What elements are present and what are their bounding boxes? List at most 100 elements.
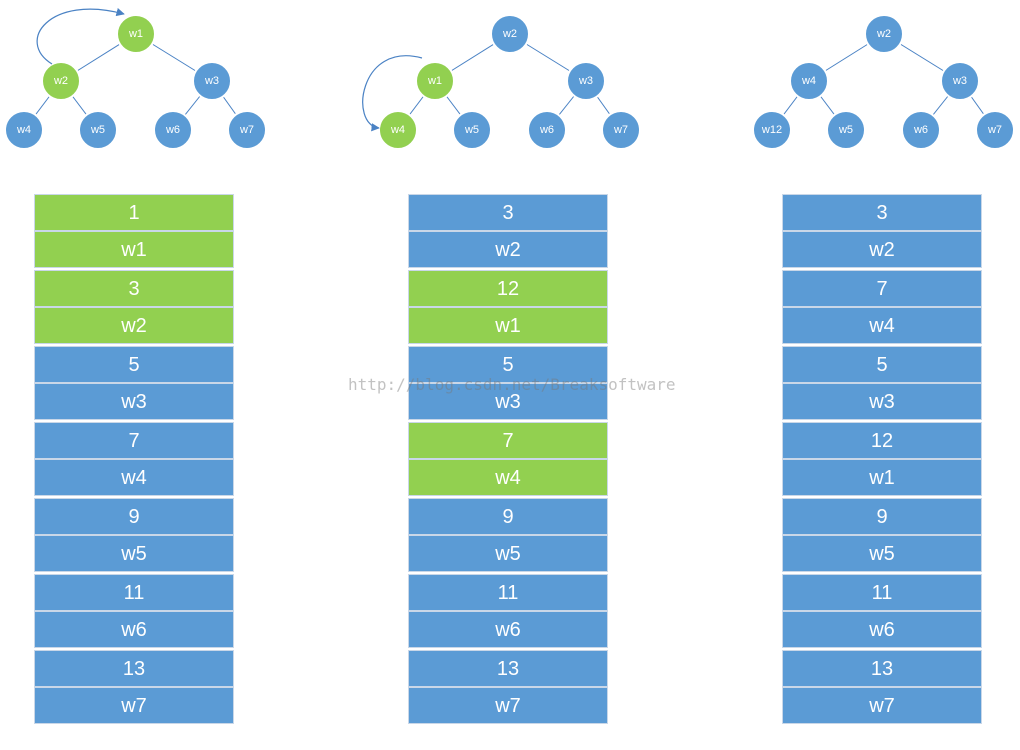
tree-node-label: w7 (239, 124, 254, 136)
entry-label: w6 (408, 611, 608, 648)
tree-node-label: w1 (427, 75, 442, 87)
tree-node-label: w2 (53, 75, 68, 87)
tree-node-circle (41, 61, 81, 101)
entry-label: w4 (408, 459, 608, 496)
tree-node-circle (752, 110, 792, 150)
tree-node-circle (601, 110, 641, 150)
tree-node-circle (940, 61, 980, 101)
entry-value: 7 (782, 270, 982, 307)
tree-node-circle (826, 110, 866, 150)
entry-value: 9 (408, 498, 608, 535)
entry-value: 12 (782, 422, 982, 459)
entry-label: w1 (782, 459, 982, 496)
tree-node: w7 (227, 110, 267, 150)
entry-label: w7 (34, 687, 234, 724)
entry-value: 9 (782, 498, 982, 535)
entry-label: w2 (408, 231, 608, 268)
entry-value: 1 (34, 194, 234, 231)
tree-node-label: w3 (578, 75, 593, 87)
entry-label: w3 (408, 383, 608, 420)
entry-label: w7 (782, 687, 982, 724)
tree-node: w7 (601, 110, 641, 150)
entry-value: 11 (408, 574, 608, 611)
tree-node-label: w4 (390, 124, 405, 136)
tree-node-label: w6 (539, 124, 554, 136)
entry-label: w2 (34, 307, 234, 344)
tree-node: w1 (415, 61, 455, 101)
entry-value: 9 (34, 498, 234, 535)
entry-value: 13 (782, 650, 982, 687)
tree-node-label: w5 (838, 124, 853, 136)
tree-node-label: w3 (952, 75, 967, 87)
tree-node: w5 (452, 110, 492, 150)
entry-label: w5 (782, 535, 982, 572)
tree-node: w6 (901, 110, 941, 150)
tree-node-circle (192, 61, 232, 101)
swap-arrow (362, 55, 423, 132)
entry-label: w2 (782, 231, 982, 268)
tree-node-label: w7 (987, 124, 1002, 136)
heap-tree-1: w1 w2 w3 w4 w5 w6 w7 (4, 7, 267, 150)
tree-node-circle (566, 61, 606, 101)
tree-node-circle (153, 110, 193, 150)
heap-tree-2: w2 w1 w3 w4 w5 w6 w7 (362, 14, 641, 150)
entry-label: w4 (34, 459, 234, 496)
tree-node-label: w12 (761, 124, 782, 136)
entry-value: 13 (408, 650, 608, 687)
entry-value: 3 (34, 270, 234, 307)
tree-node-circle (527, 110, 567, 150)
tree-node-label: w6 (165, 124, 180, 136)
entry-label: w1 (34, 231, 234, 268)
tree-node-label: w2 (502, 28, 517, 40)
tree-node-circle (452, 110, 492, 150)
entry-value: 12 (408, 270, 608, 307)
tree-node-circle (864, 14, 904, 54)
tree-node-circle (78, 110, 118, 150)
tree-node: w6 (153, 110, 193, 150)
tree-node-circle (4, 110, 44, 150)
entry-value: 5 (782, 346, 982, 383)
tree-node-label: w2 (876, 28, 891, 40)
tree-node-label: w1 (128, 28, 143, 40)
tree-node-circle (789, 61, 829, 101)
entry-value: 11 (782, 574, 982, 611)
tree-node-label: w7 (613, 124, 628, 136)
tree-node: w4 (4, 110, 44, 150)
tree-node-label: w4 (801, 75, 816, 87)
entry-label: w5 (408, 535, 608, 572)
tree-node: w4 (789, 61, 829, 101)
entry-label: w7 (408, 687, 608, 724)
tree-node: w3 (940, 61, 980, 101)
tree-node: w2 (864, 14, 904, 54)
entry-value: 7 (408, 422, 608, 459)
swap-arrow (36, 7, 125, 65)
entry-value: 5 (408, 346, 608, 383)
tree-node-label: w3 (204, 75, 219, 87)
tree-node: w12 (752, 110, 792, 150)
entry-label: w5 (34, 535, 234, 572)
tree-node: w2 (490, 14, 530, 54)
entry-value: 13 (34, 650, 234, 687)
tree-node-label: w6 (913, 124, 928, 136)
entry-value: 7 (34, 422, 234, 459)
entry-value: 5 (34, 346, 234, 383)
tree-node-label: w4 (16, 124, 31, 136)
tree-node-circle (227, 110, 267, 150)
tree-node: w5 (826, 110, 866, 150)
tree-node: w7 (975, 110, 1015, 150)
entry-value: 3 (408, 194, 608, 231)
tree-node-circle (901, 110, 941, 150)
tree-node: w3 (566, 61, 606, 101)
tree-node: w5 (78, 110, 118, 150)
tree-node-label: w5 (464, 124, 479, 136)
tree-node-circle (975, 110, 1015, 150)
heap-tree-3: w2 w4 w3 w12 w5 w6 w7 (752, 14, 1015, 150)
tree-node-circle (415, 61, 455, 101)
tree-node: w4 (378, 110, 418, 150)
entry-value: 11 (34, 574, 234, 611)
